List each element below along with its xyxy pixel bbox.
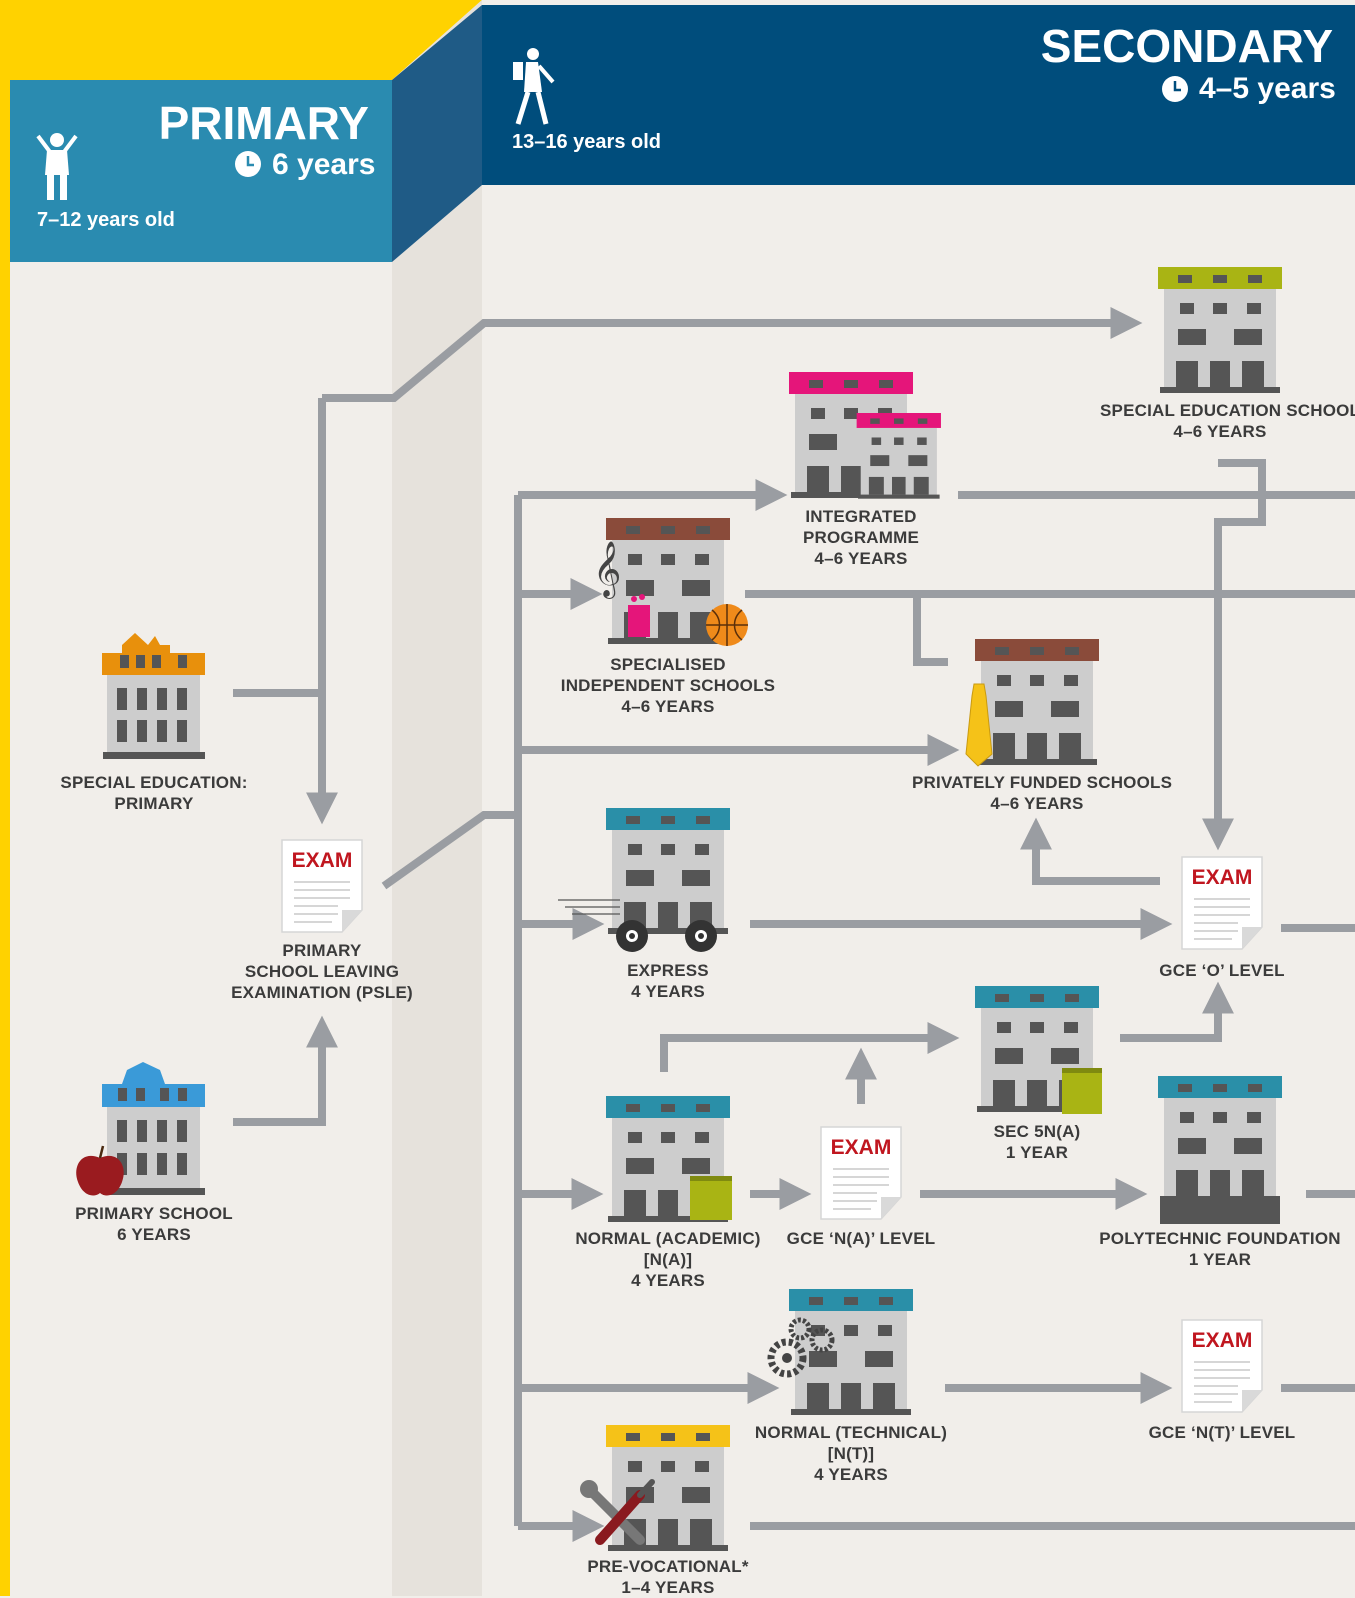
building-icon (606, 1425, 730, 1551)
sec-5na-label: SEC 5N(A) 1 YEAR (937, 1121, 1137, 1163)
exam-document-icon: EXAM (1181, 856, 1263, 950)
express-label: EXPRESS 4 YEARS (568, 960, 768, 1002)
label-line: 1–4 YEARS (621, 1578, 715, 1597)
label-line: EXAMINATION (PSLE) (231, 983, 413, 1002)
building-icon (789, 1289, 913, 1415)
building-icon (1158, 267, 1282, 393)
label-line: 4 YEARS (631, 1271, 705, 1290)
integrated-programme-label: INTEGRATED PROGRAMME 4–6 YEARS (761, 506, 961, 569)
building-icon (606, 808, 730, 934)
yellow-edge (0, 0, 10, 1596)
label-line: 4–6 YEARS (990, 794, 1084, 813)
primary-school-label: PRIMARY SCHOOL 6 YEARS (54, 1203, 254, 1245)
clock-icon (235, 151, 261, 177)
flow-arrows (233, 307, 1355, 1542)
secondary-header (482, 5, 1355, 185)
label-line: 4 YEARS (631, 982, 705, 1001)
label-line: 4–6 YEARS (1173, 422, 1267, 441)
svg-text:EXAM: EXAM (292, 849, 353, 872)
normal-academic-label: NORMAL (ACADEMIC) [N(A)] 4 YEARS (558, 1228, 778, 1291)
secondary-age: 13–16 years old (512, 131, 661, 153)
book-icon (1062, 1068, 1102, 1114)
clock-icon (1162, 76, 1188, 102)
exam-document-icon: EXAM (281, 839, 363, 933)
secondary-duration: 4–5 years (1199, 72, 1336, 105)
label-line: GCE ‘O’ LEVEL (1159, 961, 1285, 980)
child-icon (36, 133, 78, 200)
primary-header (10, 80, 392, 262)
label-line: 1 YEAR (1188, 1250, 1252, 1269)
header-fold (392, 5, 482, 262)
svg-text:EXAM: EXAM (831, 1136, 892, 1159)
exam-document-icon: EXAM (1181, 1319, 1263, 1413)
basketball-icon (706, 604, 748, 646)
primary-title: PRIMARY (158, 97, 369, 149)
label-line: EXPRESS (627, 961, 709, 980)
label-line: INDEPENDENT SCHOOLS (560, 676, 776, 695)
label-line: POLYTECHNIC FOUNDATION (1099, 1229, 1341, 1248)
polytechnic-foundation-label: POLYTECHNIC FOUNDATION 1 YEAR (1095, 1228, 1345, 1270)
label-line: 6 YEARS (117, 1225, 191, 1244)
special-education-primary-label: SPECIAL EDUCATION: PRIMARY (54, 772, 254, 814)
flask-icon (628, 594, 650, 637)
special-education-schools-label: SPECIAL EDUCATION SCHOOLS 4–6 YEARS (1100, 400, 1355, 442)
label-line: PRIMARY SCHOOL (75, 1204, 233, 1223)
gears-icon (767, 1317, 835, 1378)
gce-o-level-label: GCE ‘O’ LEVEL (1122, 960, 1322, 981)
label-line: GCE ‘N(T)’ LEVEL (1148, 1423, 1296, 1442)
fold-strip (392, 0, 482, 1596)
label-line: PROGRAMME (802, 528, 920, 547)
privately-funded-schools-label: PRIVATELY FUNDED SCHOOLS 4–6 YEARS (912, 772, 1173, 814)
normal-technical-label: NORMAL (TECHNICAL) [N(T)] 4 YEARS (741, 1422, 961, 1485)
label-line: INTEGRATED (805, 507, 917, 526)
svg-text:EXAM: EXAM (1192, 1329, 1253, 1352)
building-icon (1158, 1076, 1282, 1224)
label-line: PRIMARY (114, 794, 194, 813)
secondary-title: SECONDARY (1040, 20, 1333, 72)
psle-label: PRIMARY SCHOOL LEAVING EXAMINATION (PSLE… (222, 940, 422, 1003)
label-line: [N(T)] (827, 1444, 875, 1463)
primary-age: 7–12 years old (37, 209, 175, 231)
exam-document-icon: EXAM (820, 1126, 902, 1220)
wheels-icon (558, 899, 717, 952)
label-line: 4–6 YEARS (814, 549, 908, 568)
label-line: 1 YEAR (1005, 1143, 1069, 1162)
label-line: 4–6 YEARS (621, 697, 715, 716)
apple-icon (76, 1145, 124, 1196)
tools-icon (580, 1479, 655, 1545)
label-line: NORMAL (TECHNICAL) (754, 1423, 948, 1442)
necktie-icon (965, 683, 993, 767)
label-line: NORMAL (ACADEMIC) (575, 1229, 761, 1248)
building-icon (102, 633, 205, 759)
student-icon (513, 48, 555, 125)
label-line: PRIVATELY FUNDED SCHOOLS (912, 773, 1173, 792)
label-line: SCHOOL LEAVING (244, 962, 400, 981)
svg-text:EXAM: EXAM (1192, 866, 1253, 889)
primary-duration: 6 years (272, 148, 376, 181)
label-line: SPECIAL EDUCATION SCHOOLS (1100, 401, 1355, 420)
gce-na-level-label: GCE ‘N(A)’ LEVEL (761, 1228, 961, 1249)
gce-nt-level-label: GCE ‘N(T)’ LEVEL (1122, 1422, 1322, 1443)
building-icon (975, 639, 1099, 765)
label-line: 4 YEARS (814, 1465, 888, 1484)
treble-clef-icon: 𝄞 (593, 541, 621, 599)
label-line: GCE ‘N(A)’ LEVEL (786, 1229, 936, 1248)
label-line: SEC 5N(A) (993, 1122, 1081, 1141)
pre-vocational-label: PRE-VOCATIONAL* 1–4 YEARS (568, 1556, 768, 1598)
label-line: SPECIALISED (610, 655, 726, 674)
book-icon (690, 1176, 732, 1220)
label-line: PRE-VOCATIONAL* (587, 1557, 749, 1576)
label-line: SPECIAL EDUCATION: (60, 773, 248, 792)
specialised-independent-schools-label: SPECIALISED INDEPENDENT SCHOOLS 4–6 YEAR… (558, 654, 778, 717)
label-line: [N(A)] (643, 1250, 693, 1269)
yellow-top (0, 0, 482, 80)
label-line: PRIMARY (282, 941, 362, 960)
